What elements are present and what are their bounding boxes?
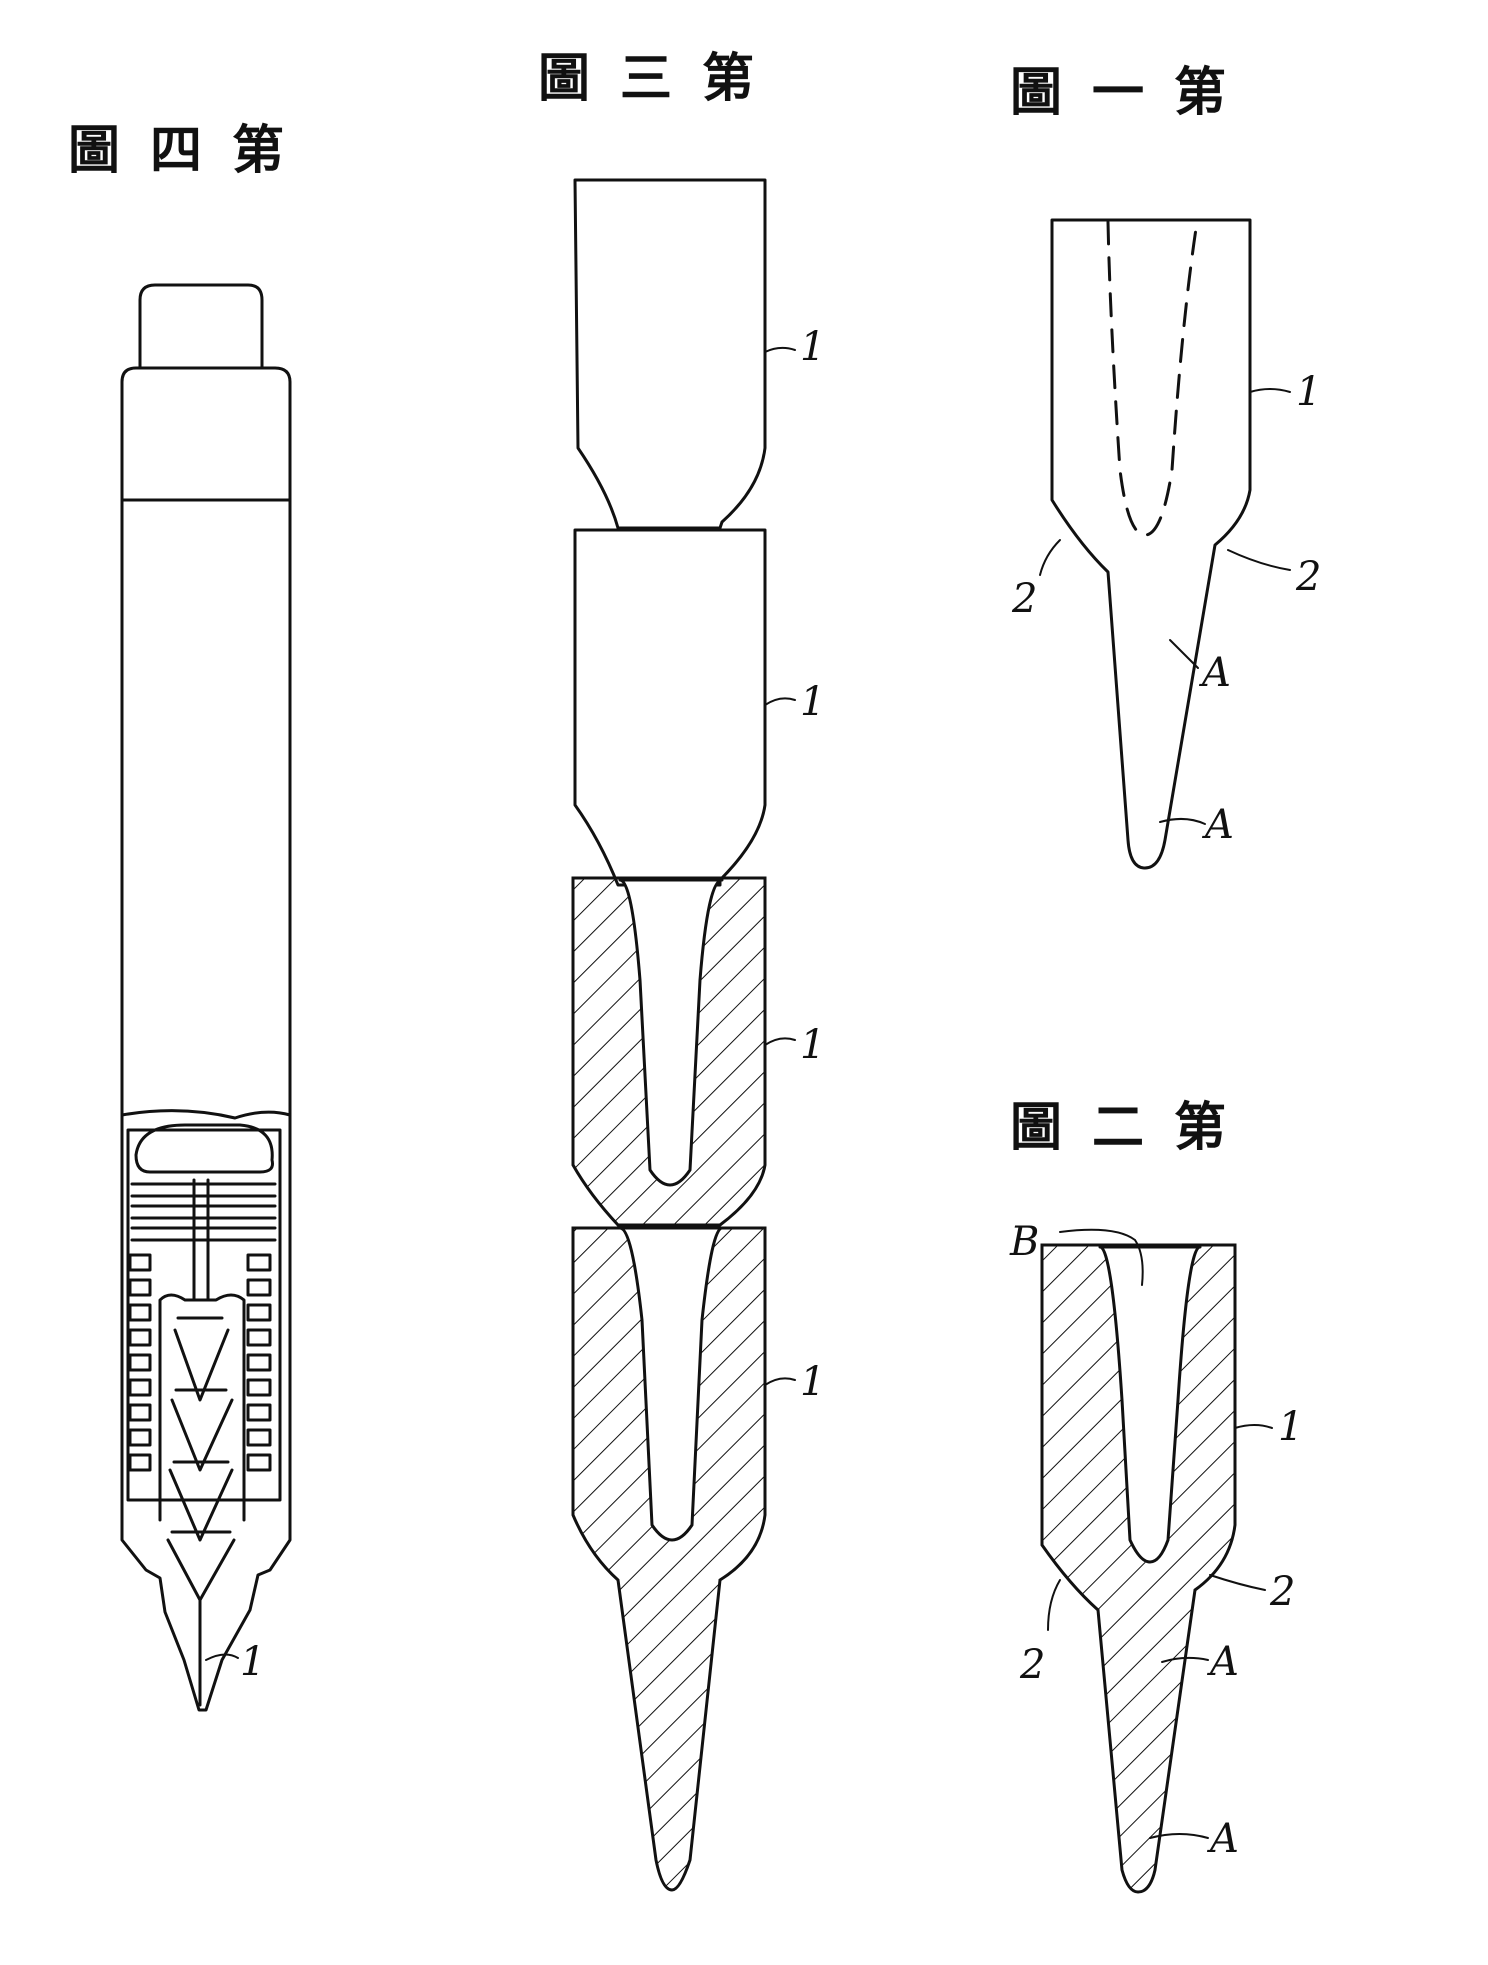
figure-3-title: 圖三第 bbox=[538, 48, 785, 109]
figure-3-stacked-nibs-drawing: 1 1 1 1 bbox=[571, 178, 825, 1892]
leader-fig2-1 bbox=[1234, 1424, 1273, 1429]
cutaway-edge bbox=[120, 1109, 292, 1120]
label-fig2-part-a-lower: A bbox=[1206, 1816, 1239, 1862]
label-fig1-part-2-right: 2 bbox=[1295, 554, 1321, 600]
nib-4-socket-with-nib-3 bbox=[618, 1226, 724, 1542]
label-fig2-part-2-right: 2 bbox=[1269, 1569, 1295, 1615]
label-fig2-part-b: B bbox=[1009, 1219, 1039, 1265]
label-fig1-part-a-lower: A bbox=[1201, 802, 1234, 848]
figure-2-nib-section-drawing: B 1 2 2 A A bbox=[1009, 1219, 1303, 1894]
leader-fig3-1a bbox=[764, 346, 796, 353]
leader-fig4-1 bbox=[205, 1653, 239, 1661]
nib-3-socket-with-nib-2 bbox=[618, 878, 724, 1187]
leader-fig1-a-lower bbox=[1159, 818, 1206, 825]
label-fig3-part-1b: 1 bbox=[800, 679, 825, 725]
label-fig4-part-1: 1 bbox=[240, 1639, 265, 1685]
nib-hatched-section bbox=[1040, 1243, 1237, 1894]
figure-2-title: 圖二第 bbox=[1010, 1097, 1257, 1158]
label-fig3-part-1c: 1 bbox=[800, 1022, 825, 1068]
leader-fig1-a-upper bbox=[1169, 639, 1199, 669]
lower-spring-coils bbox=[128, 1253, 272, 1472]
plunger-head bbox=[134, 1123, 274, 1174]
figure-4-pen-drawing: 1 bbox=[120, 283, 292, 1712]
label-fig2-part-1: 1 bbox=[1278, 1404, 1303, 1450]
figure-1-title: 圖一第 bbox=[1010, 62, 1257, 123]
leader-fig1-1 bbox=[1249, 388, 1291, 393]
label-fig3-part-1d: 1 bbox=[800, 1359, 825, 1405]
pen-cap-top bbox=[138, 283, 264, 370]
figure-1-nib-drawing: 1 2 2 A A bbox=[1011, 218, 1321, 870]
pen-barrel-outline bbox=[120, 366, 292, 1712]
label-fig2-part-a-upper: A bbox=[1206, 1639, 1239, 1685]
leader-fig1-2-left bbox=[1039, 539, 1061, 576]
nib-holder bbox=[158, 1293, 246, 1522]
inner-sleeve bbox=[126, 1128, 282, 1502]
leader-fig2-b bbox=[1059, 1228, 1144, 1286]
label-fig1-part-a-upper: A bbox=[1198, 650, 1231, 696]
nib-2-body bbox=[573, 528, 767, 887]
nib-4-hatched-body bbox=[571, 1226, 767, 1892]
figure-4-title: 圖四第 bbox=[68, 120, 315, 181]
label-fig2-part-2-left: 2 bbox=[1019, 1642, 1045, 1688]
label-fig3-part-1a: 1 bbox=[800, 324, 825, 370]
label-fig1-part-2-left: 2 bbox=[1011, 576, 1037, 622]
leader-fig2-2-left bbox=[1047, 1579, 1061, 1631]
leader-fig1-2-right bbox=[1227, 549, 1291, 571]
nib-bore-cavity bbox=[1098, 1245, 1202, 1564]
leader-fig3-1b bbox=[764, 697, 796, 706]
leader-fig2-a-lower bbox=[1149, 1833, 1209, 1839]
label-fig1-part-1: 1 bbox=[1296, 369, 1321, 415]
nib-1-body bbox=[573, 178, 767, 530]
stacked-nibs bbox=[166, 1316, 236, 1602]
leader-fig3-1c bbox=[764, 1037, 796, 1046]
upper-spring-coils bbox=[130, 1182, 277, 1242]
leader-fig2-2-right bbox=[1209, 1574, 1266, 1591]
internal-cavity-dashed bbox=[1106, 220, 1199, 537]
nib-outline bbox=[1050, 218, 1252, 870]
leader-fig2-a-upper bbox=[1161, 1656, 1209, 1663]
leader-fig3-1d bbox=[764, 1377, 796, 1386]
